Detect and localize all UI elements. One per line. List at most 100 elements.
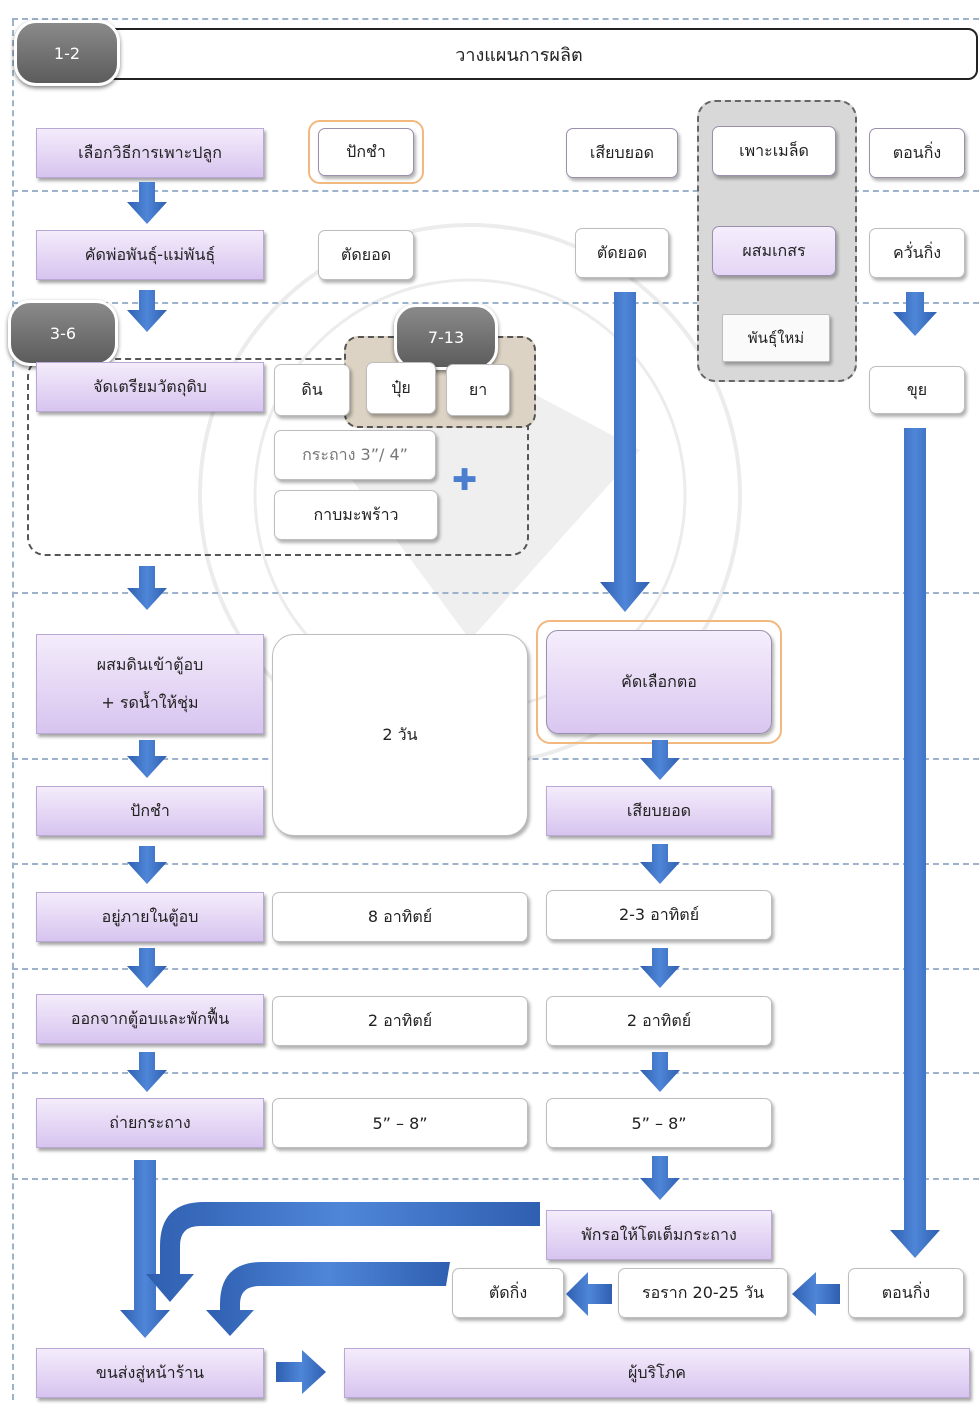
pot-box: กระถาง 3”/ 4” xyxy=(274,430,436,480)
select-stock-label: คัดเลือกตอ xyxy=(621,671,697,691)
row-separator xyxy=(12,968,979,970)
grafting-option-label: เสียบยอด xyxy=(589,142,655,162)
row-separator xyxy=(12,302,979,304)
budding-final-box: ตอนกิ่ง xyxy=(848,1268,964,1318)
grafting-option-box: เสียบยอด xyxy=(566,128,678,178)
budding-final-label: ตอนกิ่ง xyxy=(881,1282,931,1302)
plus-icon: ✚ xyxy=(452,463,478,498)
ship-to-store-box: ขนส่งสู่หน้าร้าน xyxy=(36,1348,264,1398)
consumer-box: ผู้บริโภค xyxy=(344,1348,970,1398)
down-arrow-long xyxy=(890,428,940,1258)
row-separator xyxy=(12,592,979,594)
right-arrow xyxy=(276,1350,326,1394)
out-rest-box: ออกจากตู้อบและพักฟื้น xyxy=(36,994,264,1044)
step-tag-label: 3-6 xyxy=(49,323,77,343)
mix-soil-label-1: ผสมดินเข้าตู้อบ xyxy=(96,655,204,674)
transplant-label: ถ่ายกระถาง xyxy=(109,1112,191,1132)
cut-branch-label: ตัดกิ่ง xyxy=(488,1282,528,1302)
row-separator xyxy=(12,1178,979,1180)
left-arrow xyxy=(792,1272,840,1316)
soil-box: ดิน xyxy=(274,364,350,416)
select-parents-box: คัดพ่อพันธุ์-แม่พันธุ์ xyxy=(36,230,264,280)
graft-step-box: เสียบยอด xyxy=(546,786,772,836)
down-arrow xyxy=(893,292,937,336)
right-two-weeks-box: 2 อาทิตย์ xyxy=(546,996,772,1046)
cut-top-label-1: ตัดยอด xyxy=(340,244,392,264)
medicine-label: ยา xyxy=(468,379,488,399)
row-separator xyxy=(12,863,979,865)
select-parents-label: คัดพ่อพันธุ์-แม่พันธุ์ xyxy=(84,244,216,264)
outer-frame-top xyxy=(12,18,979,20)
right-two-weeks-label: 2 อาทิตย์ xyxy=(626,1010,692,1030)
coconut-husk-box: กาบมะพร้าว xyxy=(274,490,438,540)
row-separator xyxy=(12,190,979,192)
cut-branch-box: ตัดกิ่ง xyxy=(452,1268,564,1318)
fertilizer-label: ปุ๋ย xyxy=(391,377,411,397)
cutting-option-label: ปักชำ xyxy=(346,141,386,161)
mix-soil-box: ผสมดินเข้าตู้อบ + รดน้ำให้ชุ่ม xyxy=(36,634,264,734)
header-title: วางแผนการผลิต xyxy=(455,44,583,66)
coconut-husk-label: กาบมะพร้าว xyxy=(313,504,399,524)
mix-soil-label-2: + รดน้ำให้ชุ่ม xyxy=(101,693,199,712)
down-arrow xyxy=(127,290,167,332)
pot-label: กระถาง 3”/ 4” xyxy=(302,444,408,464)
in-oven-box: อยู่ภายในตู้อบ xyxy=(36,892,264,942)
cut-top-box-2: ตัดยอด xyxy=(575,228,669,278)
step-tag-3-6: 3-6 xyxy=(8,300,118,366)
mid-pot-size-box: 5” – 8” xyxy=(272,1098,528,1148)
down-arrow xyxy=(127,846,167,884)
cutting-option-box: ปักชำ xyxy=(318,128,414,176)
down-arrow-long xyxy=(600,292,650,612)
fertilizer-box: ปุ๋ย xyxy=(366,362,436,414)
seed-option-label: เพาะเมล็ด xyxy=(739,140,809,160)
girdle-label: ควั่นกิ่ง xyxy=(892,242,942,262)
wrap-label: ขุย xyxy=(906,379,928,399)
eight-weeks-box: 8 อาทิตย์ xyxy=(272,892,528,942)
down-arrow-long xyxy=(120,1160,170,1338)
cutting-option-outline xyxy=(308,120,424,184)
prepare-materials-label: จัดเตรียมวัตถุดิบ xyxy=(93,376,207,396)
step-tag-7-13: 7-13 xyxy=(394,304,498,370)
pollinate-label: ผสมเกสร xyxy=(742,240,806,260)
down-arrow xyxy=(127,182,167,224)
consumer-label: ผู้บริโภค xyxy=(628,1362,686,1382)
eight-weeks-label: 8 อาทิตย์ xyxy=(367,906,433,926)
medicine-box: ยา xyxy=(446,364,510,416)
cut-top-label-2: ตัดยอด xyxy=(596,242,648,262)
transplant-box: ถ่ายกระถาง xyxy=(36,1098,264,1148)
cutting-step-label: ปักชำ xyxy=(130,800,170,820)
budding-option-label: ตอนกิ่ง xyxy=(892,142,942,162)
materials-group xyxy=(27,358,529,556)
choose-method-label: เลือกวิธีการเพาะปลูก xyxy=(78,142,222,162)
out-rest-label: ออกจากตู้อบและพักฟื้น xyxy=(70,1008,230,1028)
choose-method-box: เลือกวิธีการเพาะปลูก xyxy=(36,128,264,178)
soil-label: ดิน xyxy=(301,379,323,399)
wait-grow-box: พักรอให้โตเต็มกระถาง xyxy=(546,1210,772,1260)
prepare-materials-box: จัดเตรียมวัตถุดิบ xyxy=(36,362,264,412)
new-variety-box: พันธุ์ใหม่ xyxy=(722,314,830,362)
pollinate-box: ผสมเกสร xyxy=(712,226,836,276)
cutting-step-box: ปักชำ xyxy=(36,786,264,836)
down-arrow xyxy=(640,740,680,780)
cut-top-box-1: ตัดยอด xyxy=(318,230,414,280)
left-arrow xyxy=(566,1272,612,1316)
wrap-box: ขุย xyxy=(869,366,965,414)
wait-roots-label: รอราก 20-25 วัน xyxy=(641,1282,765,1302)
weeks-2-3-box: 2-3 อาทิตย์ xyxy=(546,890,772,940)
row-separator xyxy=(12,1072,979,1074)
right-pot-size-box: 5” – 8” xyxy=(546,1098,772,1148)
budding-option-box: ตอนกิ่ง xyxy=(869,128,965,178)
header-bar: วางแผนการผลิต xyxy=(60,28,978,80)
girdle-box: ควั่นกิ่ง xyxy=(869,228,965,278)
down-arrow xyxy=(127,566,167,610)
curved-arrow xyxy=(206,1262,450,1336)
in-oven-label: อยู่ภายในตู้อบ xyxy=(101,906,199,926)
new-variety-label: พันธุ์ใหม่ xyxy=(747,329,805,347)
step-tag-label: 1-2 xyxy=(53,43,81,63)
two-days-box: 2 วัน xyxy=(272,634,528,836)
graft-step-label: เสียบยอด xyxy=(626,800,692,820)
two-days-label: 2 วัน xyxy=(382,724,418,744)
seed-option-box: เพาะเมล็ด xyxy=(712,126,836,176)
step-tag-1-2: 1-2 xyxy=(14,20,120,86)
ship-to-store-label: ขนส่งสู่หน้าร้าน xyxy=(95,1362,205,1382)
